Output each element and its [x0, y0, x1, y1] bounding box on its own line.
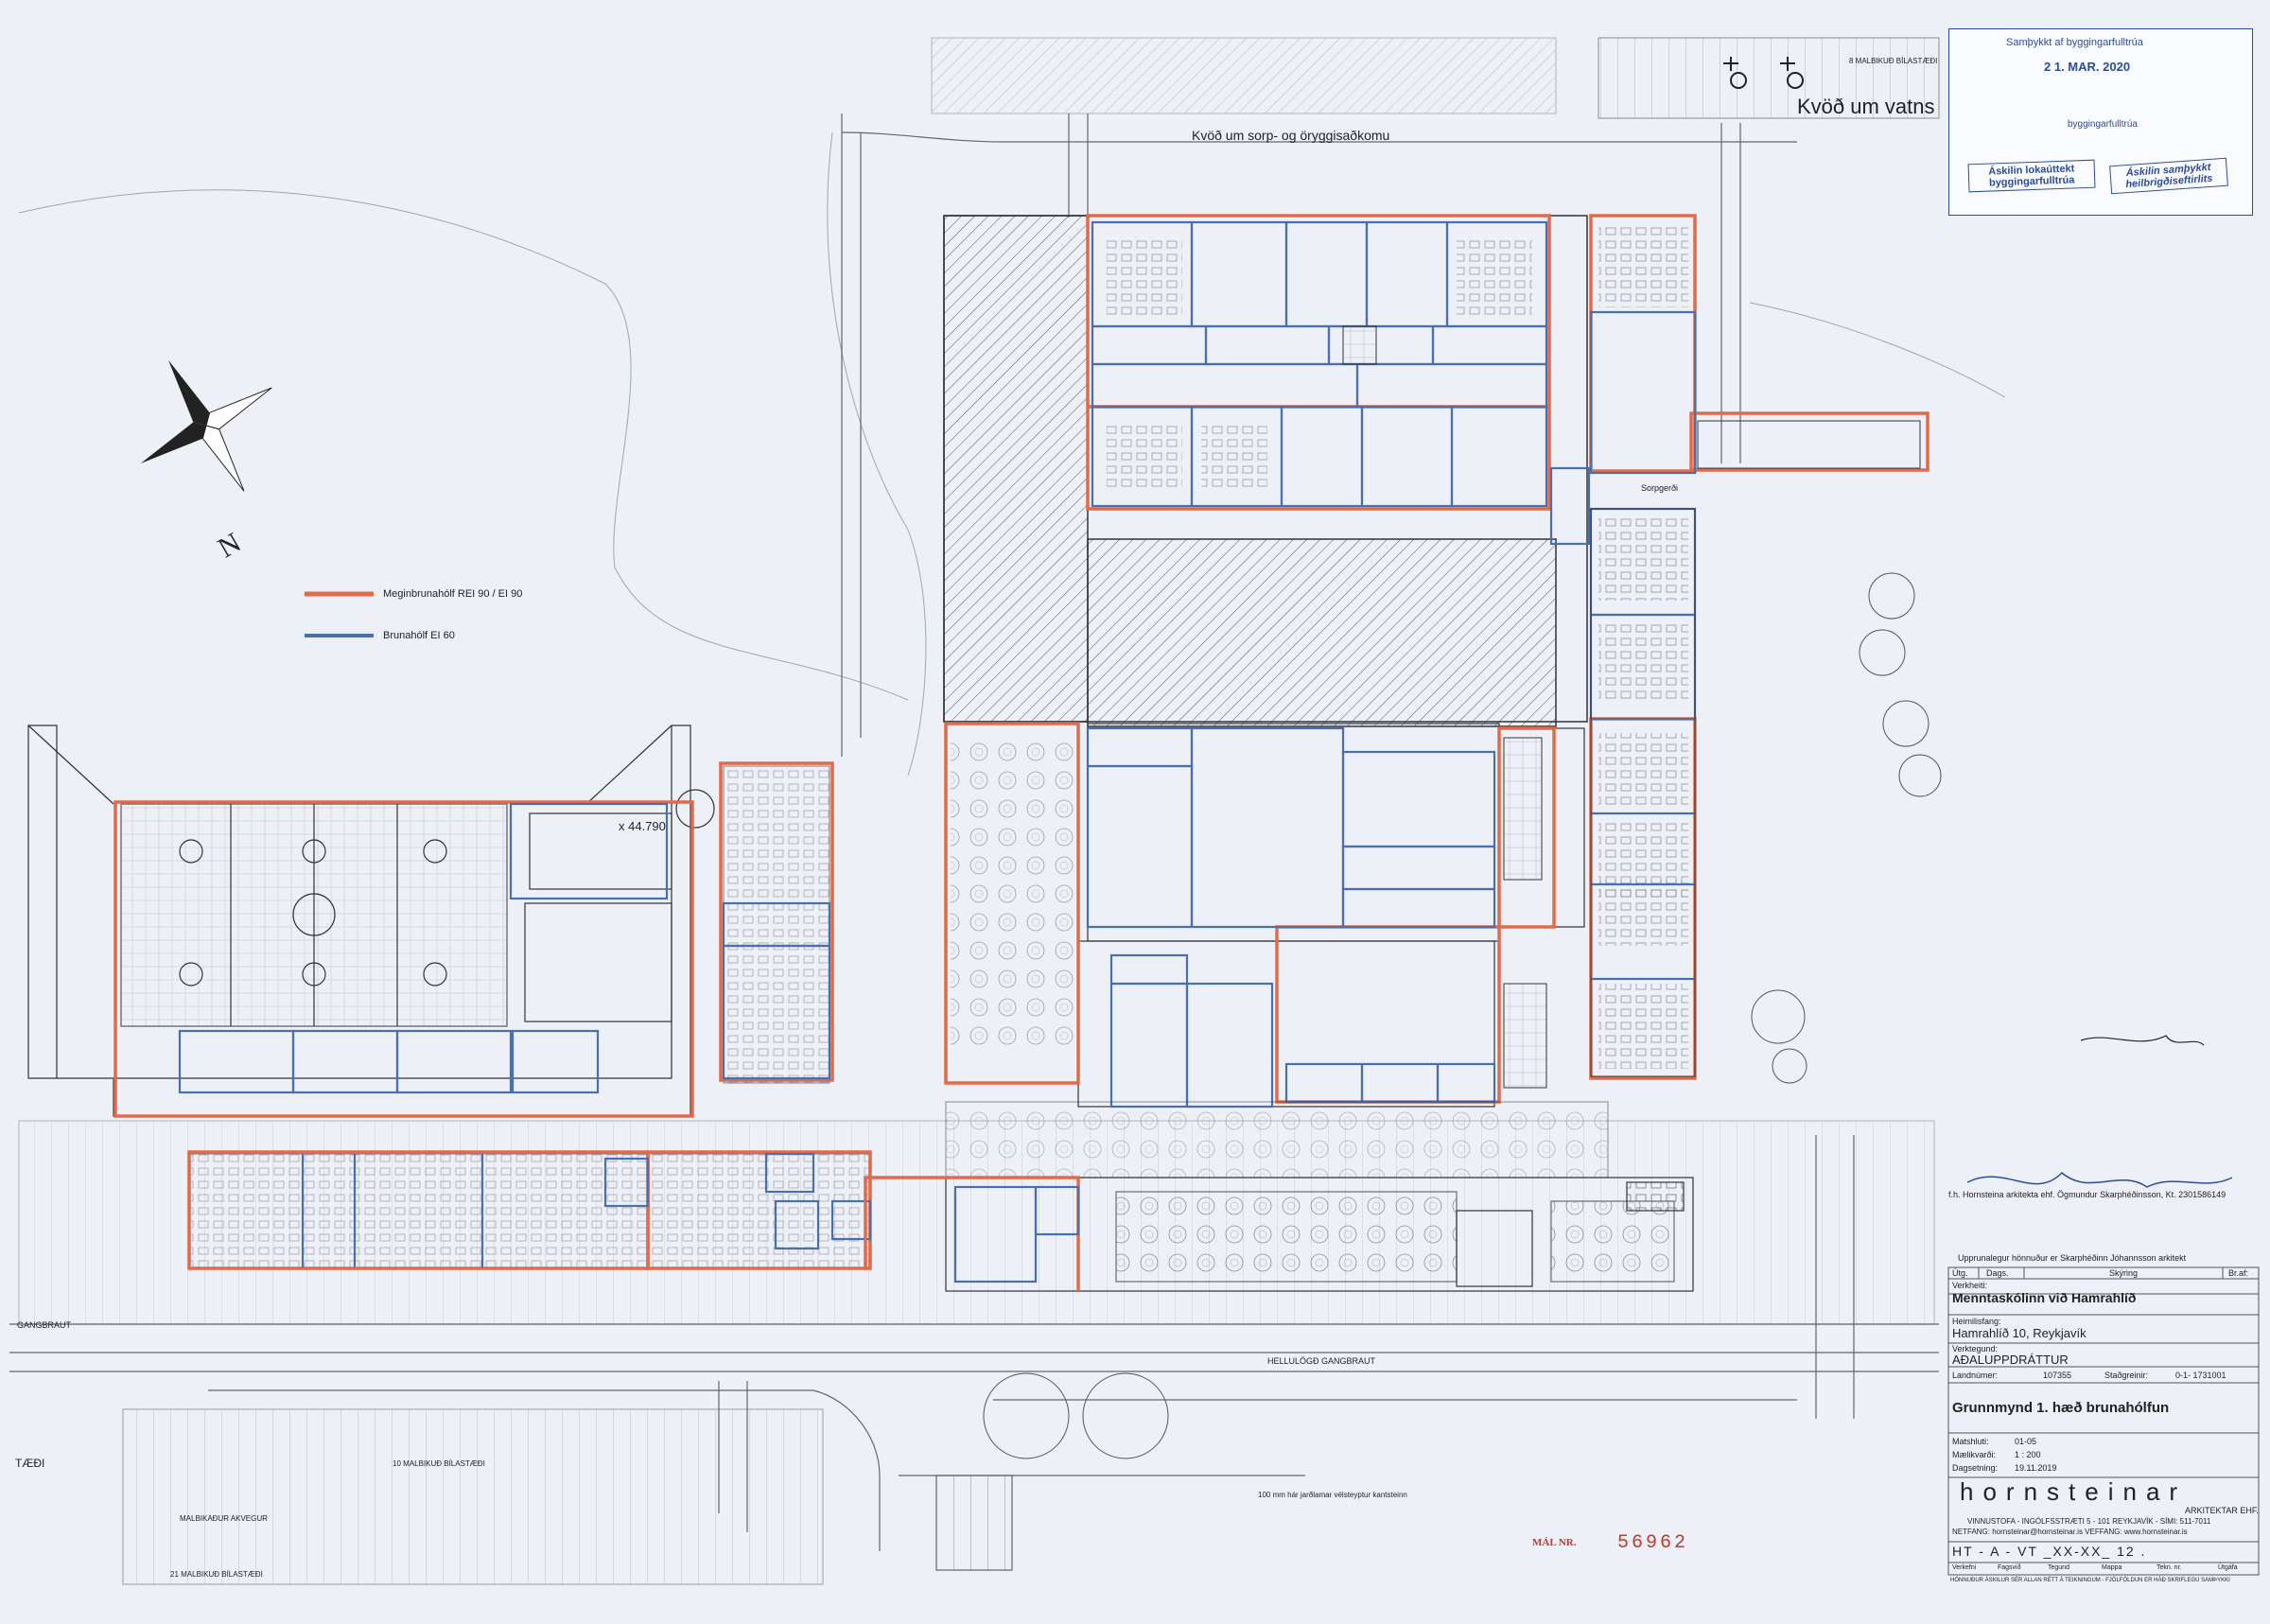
- date-value: 19.11.2019: [2015, 1463, 2057, 1473]
- project-name: Menntaskólinn við Hamrahlíð: [1952, 1290, 2137, 1305]
- parking-bottom2-label: 21 MALBIKUÐ BÍLASTÆÐI: [170, 1570, 263, 1579]
- firm-name: hornsteinar: [1960, 1477, 2188, 1506]
- sheet-number-part-5: Tekn. nr.: [2156, 1564, 2182, 1571]
- waste-access-label: Kvöð um sorp- og öryggisaðkomu: [1192, 128, 1390, 143]
- road-label: MALBIKAÐUR AKVEGUR: [180, 1514, 268, 1523]
- stamp-role: byggingarfulltrúa: [2068, 119, 2138, 130]
- stamp-final-inspection: Áskilin lokaúttekt byggingarfulltrúa: [1967, 159, 2096, 193]
- sheet-number-part-6: Útgáfa: [2218, 1564, 2238, 1571]
- scale-value: 1 : 200: [2015, 1450, 2041, 1459]
- landnr-label: Landnúmer:: [1952, 1371, 1999, 1380]
- taedi-label: TÆÐI: [15, 1457, 45, 1470]
- mal-nr-label: MÁL NR.: [1532, 1537, 1577, 1548]
- paved-walkway-label: HELLULÖGÐ GANGBRAUT: [1267, 1356, 1376, 1366]
- sheet-number-part-3: Tegund: [2048, 1564, 2069, 1571]
- cafeteria: [945, 1101, 1694, 1292]
- trees: [983, 572, 1942, 1459]
- site-contours: [18, 131, 2006, 777]
- designer-signature-text: f.h. Hornsteina arkitekta ehf. Ögmundur …: [1948, 1190, 2226, 1199]
- copyright-footer: HÖNNUÐUR ÁSKILUR SÉR ALLAN RÉTT Á TEIKNI…: [1950, 1578, 2230, 1583]
- parking-top-label: 8 MALBIKUÐ BÍLASTÆÐI: [1849, 57, 1938, 65]
- sorpgerdi-label: Sorpgerði: [1641, 483, 1679, 493]
- stadgreinir-value: 0-1- 1731001: [2175, 1371, 2226, 1380]
- stamp-title: Samþykkt af byggingarfulltrúa: [2006, 37, 2143, 48]
- elevation-marker: x 44.790: [619, 819, 666, 833]
- rev-utg: Útg.: [1952, 1268, 1968, 1278]
- firm-subtitle: ARKITEKTAR EHF.: [2185, 1506, 2259, 1515]
- address-value: Hamrahlíð 10, Reykjavík: [1952, 1326, 2087, 1340]
- central-top-block: [943, 215, 1588, 727]
- rev-braf: Br.af:: [2228, 1268, 2249, 1278]
- approval-stamp: Samþykkt af byggingarfulltrúa 2 1. MAR. …: [1948, 28, 2253, 216]
- rev-dags: Dags.: [1986, 1268, 2009, 1278]
- firm-address: VINNUSTOFA - INGÓLFSSTRÆTI 5 - 101 REYKJ…: [1967, 1517, 2211, 1526]
- title-block-lines: [1947, 1266, 2260, 1576]
- scale-label: Mælikvarði:: [1952, 1450, 1997, 1459]
- sheet-number-part-1: Verkefni: [1952, 1564, 1977, 1571]
- matshluti-value: 01-05: [2015, 1437, 2037, 1446]
- firm-web: NETFANG: hornsteinar@hornsteinar.is VEFF…: [1952, 1528, 2188, 1536]
- north-arrow: [140, 359, 272, 492]
- accessible-parking-icons: [1723, 57, 1804, 89]
- sheet-number-part-2: Fagsvið: [1998, 1564, 2021, 1571]
- gym-wing: [27, 725, 715, 1117]
- type-label: Verktegund:: [1952, 1344, 1999, 1353]
- sheet-number-part-4: Mappa: [2102, 1564, 2122, 1571]
- gym-small-rooms: [178, 802, 669, 1094]
- project-label: Verkheiti:: [1952, 1281, 1988, 1290]
- sheet-title: Grunnmynd 1. hæð brunahólfun: [1952, 1400, 2170, 1416]
- gangbraut-label: GANGBRAUT: [17, 1320, 72, 1330]
- curb-note-label: 100 mm hár jarðlamar vélsteyptur kantste…: [1258, 1491, 1407, 1499]
- stamp-date: 2 1. MAR. 2020: [2044, 60, 2131, 74]
- stamp-health-approval: Áskilin samþykkt heilbrigðiseftirlits: [2109, 157, 2228, 195]
- landnr-value: 107355: [2043, 1371, 2072, 1380]
- legend-major-label: Meginbrunahólf REI 90 / EI 90: [383, 588, 523, 600]
- matshluti-label: Matshluti:: [1952, 1437, 1989, 1446]
- address-label: Heimilisfang:: [1952, 1317, 2001, 1326]
- rev-skyring: Skýring: [2109, 1268, 2139, 1278]
- original-designer-text: Upprunalegur hönnuður er Skarphéðinn Jóh…: [1958, 1253, 2187, 1263]
- middle-left-fire-zone: [719, 761, 834, 1082]
- classroom-wing-bottom: [188, 1153, 871, 1268]
- water-access-label: Kvöð um vatns: [1797, 95, 1935, 118]
- date-label: Dagsetning:: [1952, 1463, 1999, 1473]
- approver-signature: [2080, 1035, 2205, 1046]
- designer-signature: [1966, 1171, 2233, 1188]
- legend-minor-label: Brunahólf EI 60: [383, 630, 455, 641]
- sheet-number: HT - A - VT _XX-XX_ 12 .: [1952, 1544, 2147, 1559]
- mal-nr-value: 56962: [1617, 1532, 1689, 1554]
- type-value: AÐALUPPDRÁTTUR: [1952, 1353, 2069, 1367]
- parking-bottom-label: 10 MALBIKUÐ BÍLASTÆÐI: [393, 1459, 485, 1468]
- gym-fire-zone: [114, 800, 694, 1118]
- stadgreinir-label: Staðgreinir:: [2104, 1371, 2149, 1380]
